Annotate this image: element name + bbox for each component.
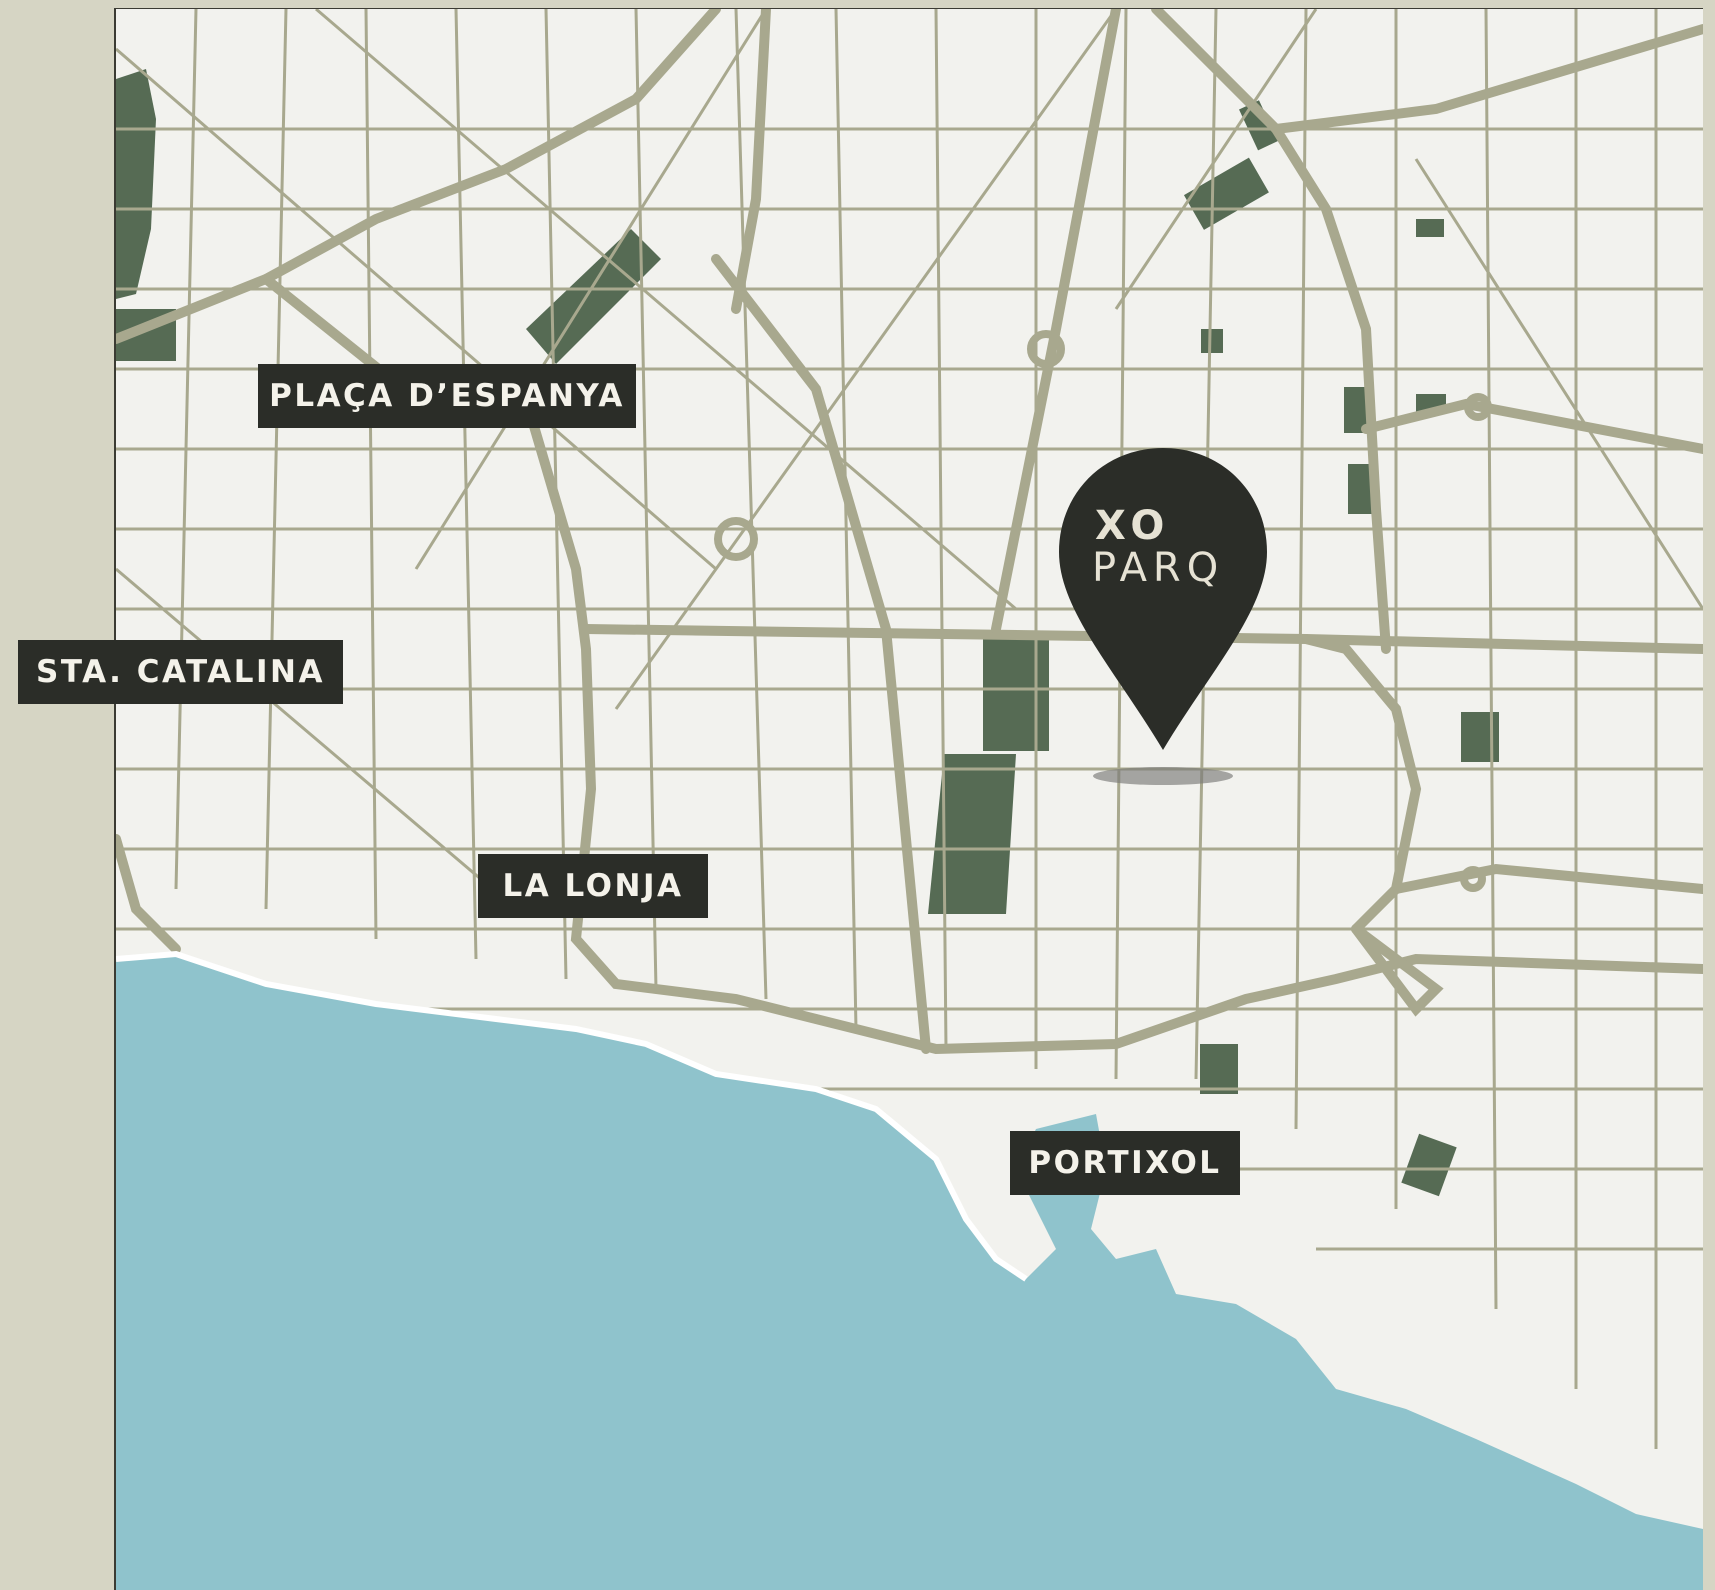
label-sta-catalina[interactable]: STA. CATALINA bbox=[18, 640, 343, 704]
park-north-boulevard bbox=[526, 229, 661, 364]
label-portixol[interactable]: PORTIXOL bbox=[1010, 1131, 1240, 1195]
park-central-upper bbox=[983, 639, 1049, 751]
label-placa-espanya[interactable]: PLAÇA D’ESPANYA bbox=[258, 364, 636, 428]
park-ne-1 bbox=[1183, 157, 1269, 230]
roundabouts bbox=[714, 330, 1492, 892]
pin-shadow bbox=[1093, 767, 1233, 785]
park-e-3 bbox=[1461, 712, 1499, 762]
park-central-lower bbox=[928, 754, 1016, 914]
coastline bbox=[116, 950, 1028, 1282]
major-roads bbox=[116, 9, 1703, 1055]
map-base bbox=[116, 9, 1703, 1590]
pin-body bbox=[1059, 448, 1267, 750]
map-canvas[interactable] bbox=[114, 8, 1703, 1590]
park-ne-2 bbox=[1239, 100, 1278, 151]
park-small-3 bbox=[1201, 329, 1223, 353]
marker-title: XO bbox=[1095, 503, 1171, 549]
park-se-1 bbox=[1200, 1044, 1238, 1094]
park-small-2 bbox=[1416, 219, 1444, 237]
marker-subtitle: PARQ bbox=[1092, 545, 1225, 591]
park-se-2 bbox=[1401, 1133, 1457, 1197]
map-pin-icon[interactable] bbox=[1045, 440, 1281, 785]
sea-area bbox=[116, 954, 1703, 1590]
park-nw bbox=[116, 69, 156, 299]
label-la-lonja[interactable]: LA LONJA bbox=[478, 854, 708, 918]
